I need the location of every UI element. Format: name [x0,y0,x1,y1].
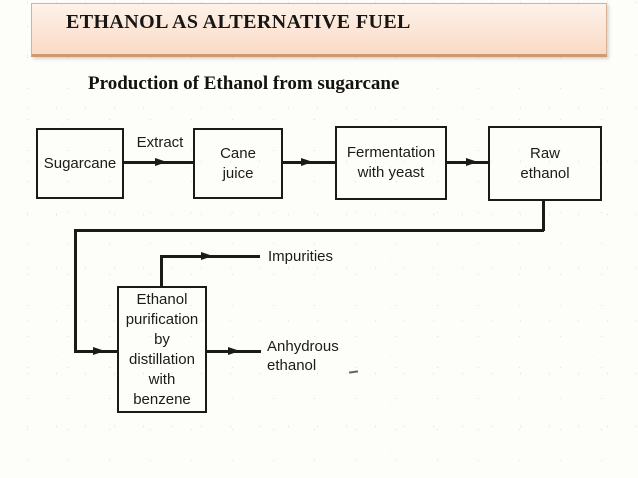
edge-return-vertical [74,229,77,353]
slide-subtitle: Production of Ethanol from sugarcane [88,73,400,94]
stray-scan-mark [348,370,359,374]
edge-return-horizontal [74,229,544,232]
node-fermentation: Fermentation with yeast [335,126,447,200]
terminal-impurities: Impurities [268,248,334,265]
arrowhead-icon [155,158,167,166]
node-sugarcane: Sugarcane [36,128,124,199]
slide-title-bar: ETHANOL AS ALTERNATIVE FUEL [31,3,607,57]
edge-rawethanol-down [542,201,545,231]
slide-title: ETHANOL AS ALTERNATIVE FUEL [66,11,411,33]
edge-impurities-vertical [160,255,163,286]
arrowhead-icon [201,252,213,260]
arrowhead-icon [93,347,105,355]
node-cane-juice: Cane juice [193,128,283,199]
edge-label-extract: Extract [136,134,184,151]
node-raw-ethanol: Raw ethanol [488,126,602,201]
terminal-anhydrous-ethanol: Anhydrous ethanol [267,338,339,374]
arrowhead-icon [228,347,240,355]
node-ethanol-purification: Ethanol purification by distillation wit… [117,286,207,413]
arrowhead-icon [466,158,478,166]
arrowhead-icon [301,158,313,166]
